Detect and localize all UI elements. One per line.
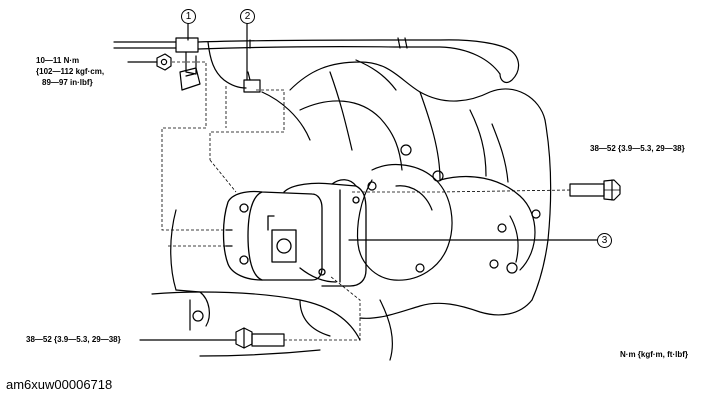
wiring-harness <box>113 37 520 84</box>
bracket-nut-torque-line1: 10—11 N·m <box>36 56 80 65</box>
harness-bracket <box>175 37 201 91</box>
bracket-nut-torque-line2: {102—112 kgf·cm, <box>36 67 105 76</box>
callout-3: 3 <box>597 233 612 248</box>
upper-bolt-torque: 38—52 {3.9—5.3, 29—38} <box>590 144 685 153</box>
units-note: N·m {kgf·m, ft·lbf} <box>620 350 688 359</box>
transmission-housing <box>261 59 552 319</box>
lower-mounting-bolt <box>235 327 285 349</box>
bracket-nut-torque-line3: 89—97 in·lbf} <box>42 78 93 87</box>
callout-2: 2 <box>240 9 255 24</box>
lower-bolt-torque: 38—52 {3.9—5.3, 29—38} <box>26 335 121 344</box>
bracket-nut <box>156 53 172 71</box>
alignment-lines <box>161 61 571 341</box>
callout-1: 1 <box>181 9 196 24</box>
image-code: am6xuw00006718 <box>6 377 113 392</box>
ground-terminal <box>207 41 261 93</box>
upper-mounting-bolt <box>569 179 621 201</box>
bell-housing <box>356 163 453 281</box>
starter-motor <box>222 179 367 287</box>
lower-engine-block <box>151 209 393 361</box>
